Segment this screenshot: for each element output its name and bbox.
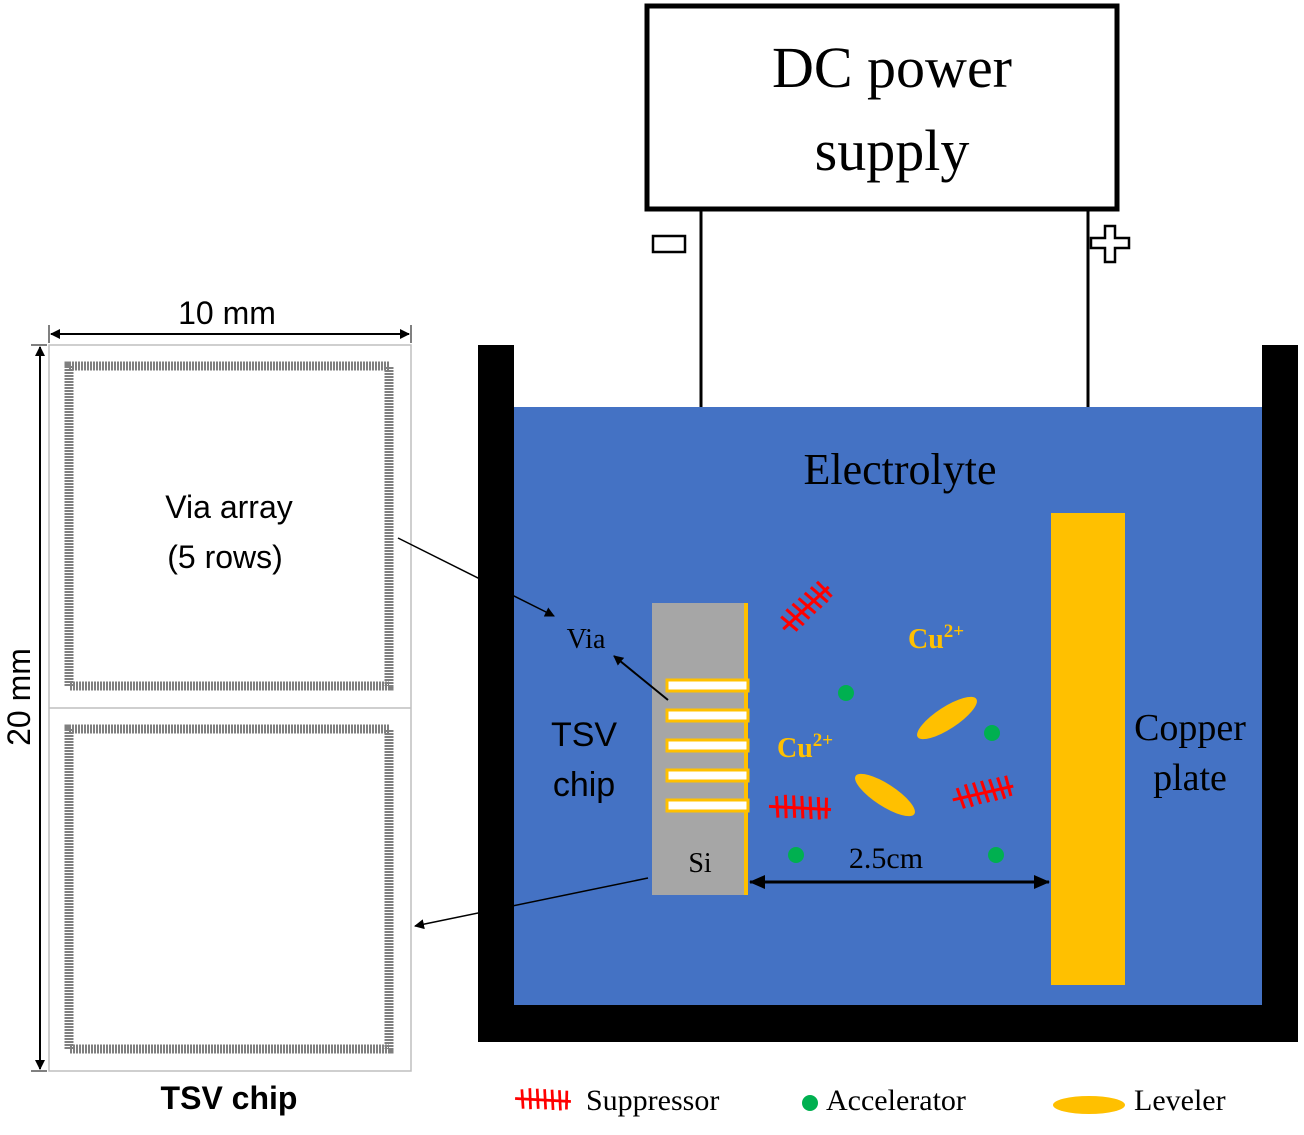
plus-terminal-icon: [1089, 224, 1131, 264]
svg-text:Cu2+: Cu2+: [777, 730, 833, 764]
via-label: Via: [567, 624, 606, 655]
chip-layout-caption: TSV chip: [161, 1080, 298, 1116]
electrolyte-bath: [512, 407, 1264, 1007]
svg-text:Cu2+: Cu2+: [908, 621, 964, 655]
legend-leveler-label: Leveler: [1134, 1084, 1226, 1117]
chip-to-layout-arrow: [414, 877, 649, 930]
via-array-label-line1: Via array: [165, 489, 292, 525]
cu-ion-symbol: Cu: [908, 624, 944, 655]
via-trenches: [665, 678, 750, 813]
legend-suppressor-icon: [511, 1074, 576, 1124]
plating-tank: [478, 345, 1298, 1042]
legend-accelerator-label: Accelerator: [826, 1084, 966, 1117]
accelerator-molecule: [788, 847, 804, 863]
via-array-frame-top: [64, 361, 394, 691]
cu-ion-charge: 2+: [944, 621, 964, 642]
legend-leveler-icon: [1053, 1096, 1125, 1114]
legend-suppressor-label: Suppressor: [586, 1084, 719, 1117]
cu-ion-charge: 2+: [813, 730, 833, 751]
copper-plate-label-line2: plate: [1153, 757, 1227, 799]
via-array-to-via-arrow: [397, 537, 555, 617]
copper-plate-anode: [1051, 513, 1125, 985]
height-dimension-label: 20 mm: [1, 648, 37, 746]
leveler-molecule: [855, 773, 915, 817]
tsv-chip-label-line1: TSV: [551, 716, 617, 754]
electrolyte-label: Electrolyte: [803, 445, 996, 494]
tsv-chip-cathode: Si: [652, 603, 750, 895]
accelerator-molecule: [838, 685, 854, 701]
via-pointer-arrow: [613, 655, 669, 701]
cu-ion: Cu2+: [908, 621, 964, 655]
legend: Suppressor Accelerator Leveler: [511, 1074, 1226, 1124]
leveler-molecule: [917, 696, 977, 740]
cu-ion: Cu2+: [777, 730, 833, 764]
minus-terminal-icon: [651, 234, 687, 254]
si-label: Si: [688, 848, 712, 879]
cu-ion-symbol: Cu: [777, 733, 813, 764]
distance-label: 2.5cm: [849, 842, 923, 875]
accelerator-molecule: [984, 725, 1000, 741]
via-array-label-line2: (5 rows): [167, 539, 283, 575]
via-array-frame-bottom: [64, 724, 394, 1054]
chip-layout-panel: Via array (5 rows): [48, 344, 412, 1072]
legend-accelerator-icon: [802, 1095, 818, 1111]
tsv-chip-label-line2: chip: [553, 766, 615, 804]
power-supply-label-line1: DC power: [772, 35, 1012, 100]
power-supply-label-line2: supply: [815, 118, 970, 183]
accelerator-molecule: [988, 847, 1004, 863]
dc-power-supply: DC power supply: [644, 3, 1120, 212]
width-dimension-label: 10 mm: [178, 295, 276, 331]
copper-plate-label-line1: Copper: [1134, 707, 1246, 749]
